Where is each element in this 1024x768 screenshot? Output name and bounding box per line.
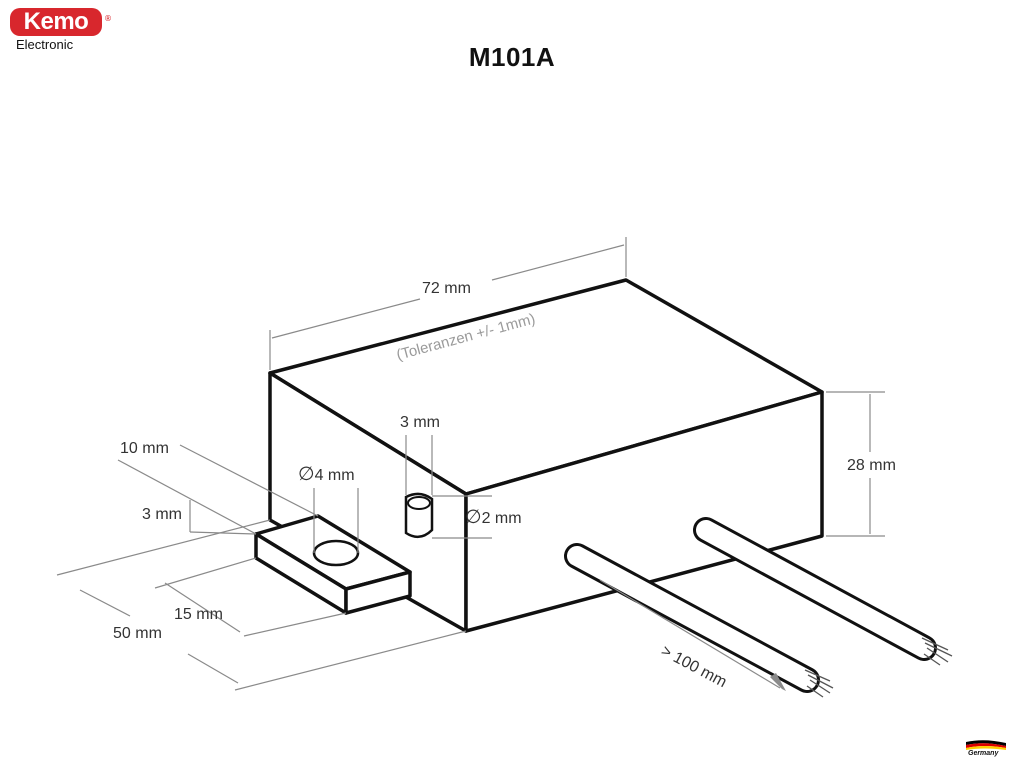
tab-front-face <box>344 570 412 615</box>
wire-length-arrowhead <box>770 673 786 691</box>
height-label: 28 mm <box>847 457 896 474</box>
pot-diameter-label: ∅2 mm <box>465 507 522 528</box>
dimension-lines <box>56 237 885 691</box>
tab-width-label: 10 mm <box>120 440 169 457</box>
wire-2-strands <box>921 637 953 666</box>
logo-wordmark: Kemo <box>23 8 89 35</box>
page-title: M101A <box>468 42 556 72</box>
pot-width-label: 3 mm <box>400 414 440 431</box>
hole-diameter-value: 4 mm <box>315 467 355 484</box>
housing-front-face <box>464 390 824 633</box>
wire-length-label: > 100 mm <box>658 643 729 692</box>
tab-offset-label: 15 mm <box>174 606 223 623</box>
wire-2 <box>693 517 953 666</box>
logo-badge <box>10 8 102 36</box>
potentiometer <box>404 492 434 539</box>
diameter-symbol: ∅ <box>298 464 315 485</box>
mounting-hole <box>312 539 360 567</box>
logo-subtitle: Electronic <box>16 37 74 52</box>
hole-diameter-label: ∅4 mm <box>298 464 355 485</box>
germany-flag-icon <box>966 740 1006 750</box>
wire-1 <box>564 543 834 698</box>
length-label: 72 mm <box>422 280 471 297</box>
tab-thickness-label: 3 mm <box>142 506 182 523</box>
wire-1-strands <box>804 669 834 698</box>
pot-diameter-value: 2 mm <box>482 510 522 527</box>
module-housing <box>268 278 824 633</box>
kemo-logo: Kemo ® Electronic <box>10 8 112 54</box>
mounting-tab <box>254 514 412 615</box>
depth-label: 50 mm <box>113 625 162 642</box>
germany-label: Germany <box>968 750 999 757</box>
diameter-symbol: ∅ <box>465 507 482 528</box>
registered-mark: ® <box>104 14 112 23</box>
